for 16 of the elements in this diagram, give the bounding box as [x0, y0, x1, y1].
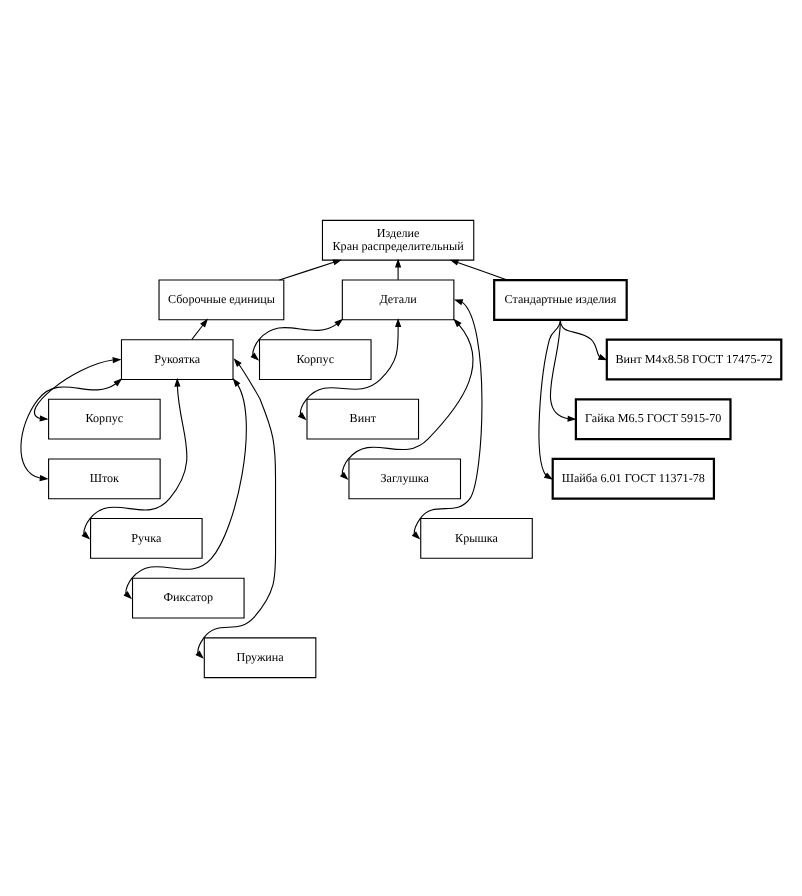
arrow [538, 318, 561, 479]
arrow [549, 318, 577, 421]
arrow [191, 317, 208, 339]
arrow [250, 317, 344, 360]
arrow [395, 257, 402, 280]
arrow [278, 258, 342, 280]
arrow [81, 376, 188, 539]
arrow [449, 258, 508, 280]
arrow [123, 377, 247, 599]
arrow [411, 298, 483, 539]
arrow [20, 377, 123, 481]
arrow [297, 317, 402, 420]
arrow [559, 318, 608, 360]
arrow [339, 317, 474, 479]
arrow [33, 356, 122, 421]
arrow [195, 357, 277, 658]
